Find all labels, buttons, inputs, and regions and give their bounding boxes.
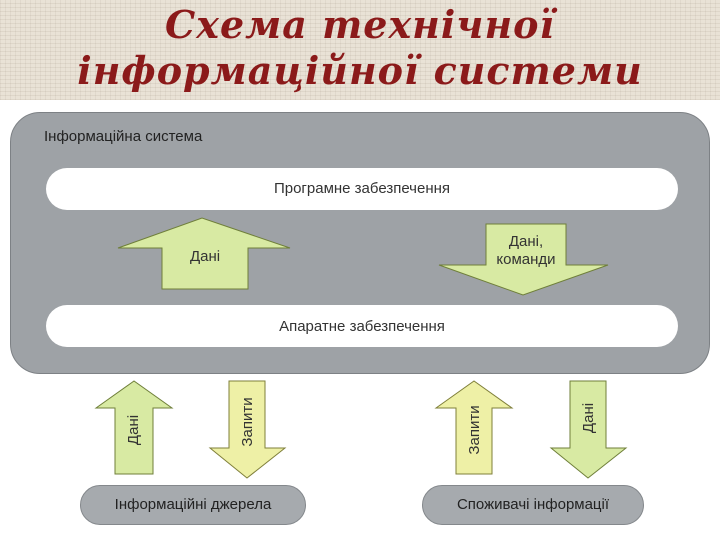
software-bar: Програмне забезпечення (46, 168, 678, 210)
information-consumers-box: Споживачі інформації (422, 485, 644, 525)
diagram-title-line-2: інформаційної системи (77, 48, 643, 93)
hardware-bar: Апаратне забезпечення (46, 305, 678, 347)
sources-requests-label: Запити (239, 397, 256, 446)
data-up-arrow (117, 217, 291, 290)
consumers-data-label: Дані (580, 403, 597, 433)
diagram-title-line-1: Схема технічної (165, 2, 555, 47)
consumers-requests-up-arrow (434, 380, 514, 475)
sources-data-up-arrow (94, 380, 174, 475)
information-system-label: Інформаційна система (44, 128, 203, 145)
data-commands-label-1: Дані, (509, 233, 543, 250)
consumers-data-down-arrow (549, 380, 628, 479)
data-commands-down-arrow (438, 223, 609, 296)
data-up-label: Дані (190, 248, 220, 265)
sources-data-label: Дані (125, 415, 142, 445)
information-sources-box: Інформаційні джерела (80, 485, 306, 525)
sources-requests-down-arrow (208, 380, 287, 479)
title-band (0, 0, 720, 100)
consumers-requests-label: Запити (466, 405, 483, 454)
data-commands-label-2: команди (496, 251, 555, 268)
